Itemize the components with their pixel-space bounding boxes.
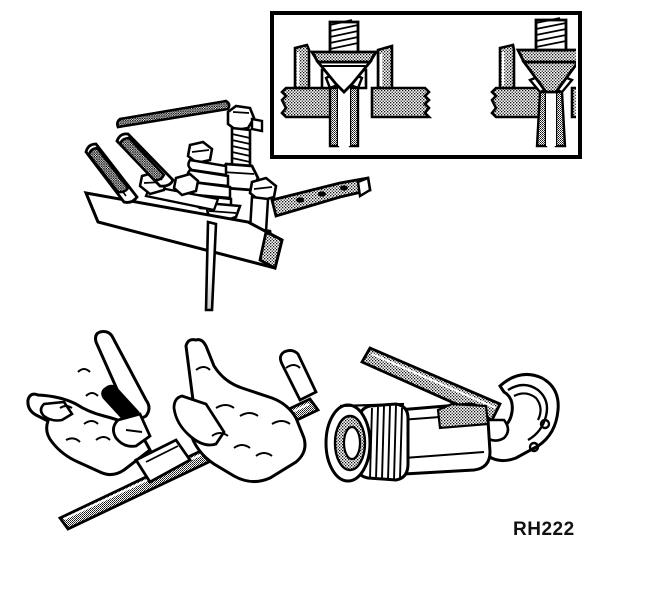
knob-top-edge <box>339 402 405 408</box>
feed-screw-head-line <box>232 111 250 114</box>
cutter-frame-inner <box>507 383 549 442</box>
tubing-cutter <box>324 346 560 483</box>
clamp-bar-right-2 <box>570 86 576 119</box>
cone-flange <box>309 50 379 64</box>
right-hand-creases <box>195 364 301 457</box>
clamp-bar-left-edge <box>84 192 100 223</box>
single-flare-cross-section <box>490 17 576 148</box>
tube-bore-2 <box>546 92 556 146</box>
yoke-nut-left <box>186 140 214 165</box>
wing-bar-hole-2 <box>318 191 326 197</box>
tube-wall-right-2 <box>554 90 567 148</box>
cone-line <box>208 210 237 214</box>
feed-screw-handle <box>116 99 231 129</box>
clamp-bar-end-face <box>258 229 284 271</box>
wing-bar-hole-1 <box>296 197 304 203</box>
clamp-handle-lower-grip <box>87 146 130 194</box>
deburring-tool-block <box>133 438 193 484</box>
tube-wall-right <box>348 86 360 148</box>
screw-threads <box>329 19 359 50</box>
deburring-hands <box>26 330 321 531</box>
flaring-tool-assembly <box>83 98 372 312</box>
yoke-nut-right <box>248 176 278 203</box>
cutter-roller-pin-1 <box>539 418 551 430</box>
right-hand-index-finger <box>172 394 226 447</box>
feed-screw-head <box>226 104 256 132</box>
feed-screw-nut-side <box>250 117 264 133</box>
knurled-knob-ridges <box>369 404 403 481</box>
deburring-tool-head-line <box>125 429 143 433</box>
tube-wall-left-2 <box>535 90 548 148</box>
flare-cross-section-inset <box>270 11 582 159</box>
tube <box>204 220 218 312</box>
screw-threads-2 <box>535 17 567 48</box>
tube-cutter-highlight <box>371 353 497 409</box>
tube-wall-left <box>328 86 340 148</box>
reference-label: RH222 <box>513 519 575 540</box>
cutter-body-line-2 <box>403 451 485 459</box>
cone-flange-2 <box>515 48 576 64</box>
wing-bar-hole-3 <box>340 185 348 191</box>
yoke-nut-right-line <box>253 186 273 190</box>
cutter-roller-pin-2 <box>528 441 540 453</box>
clamp-handle-upper-grip <box>118 136 166 182</box>
clamp-bar-right <box>370 86 433 119</box>
knob-end-cap-center <box>342 425 362 461</box>
yoke-nut-left-line <box>191 149 210 153</box>
handle-hinge-nut <box>172 172 200 197</box>
wing-bar-tip <box>356 176 372 198</box>
tube-bore <box>338 88 350 146</box>
right-hand-wrist <box>279 349 318 402</box>
cutter-body-shade <box>436 402 490 430</box>
left-hand-thumb <box>39 400 74 422</box>
double-flare-cross-section <box>280 19 433 148</box>
cutter-frame-inner2 <box>513 392 542 421</box>
deburring-tool-block-line <box>145 445 179 463</box>
feed-screw-handle-highlight <box>122 98 225 117</box>
left-hand-creases <box>59 368 111 443</box>
left-hand-index-finger <box>94 330 151 421</box>
yoke-body-line <box>221 171 255 175</box>
